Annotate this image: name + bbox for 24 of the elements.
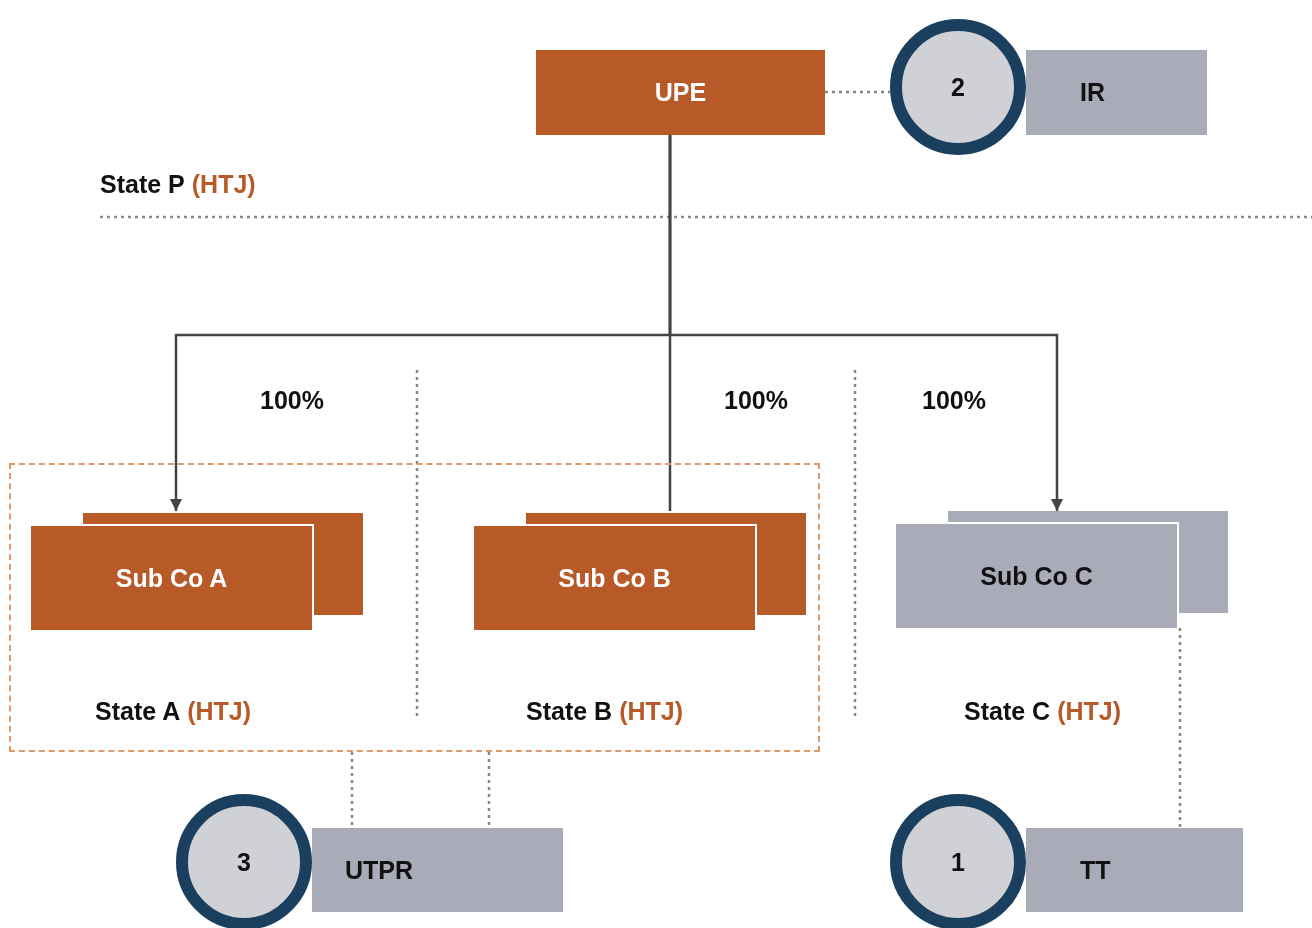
ownership-percent: 100% — [260, 386, 324, 414]
connector-line — [825, 90, 890, 94]
number-circle: 3 — [176, 794, 312, 928]
ownership-percent: 100% — [922, 386, 986, 414]
connector-line — [1178, 628, 1182, 828]
connector-line — [487, 752, 491, 828]
state-label: State P — [100, 170, 185, 198]
rule-tag: TT — [1026, 828, 1243, 912]
jurisdiction-note: (HTJ) — [619, 697, 684, 725]
state-label: State B — [526, 697, 613, 725]
rule-tag: UTPR — [312, 828, 563, 912]
arrow — [668, 135, 1064, 511]
jurisdiction-note: (HTJ) — [1057, 697, 1122, 725]
number-circle: 2 — [890, 19, 1026, 155]
state-label: State C — [964, 697, 1051, 725]
rule-tag: IR — [1026, 50, 1207, 135]
entity-box: UPE — [536, 50, 825, 135]
state-label: State A — [95, 697, 181, 725]
connector-line — [350, 752, 354, 828]
jurisdiction-note: (HTJ) — [187, 697, 252, 725]
jurisdiction-note: (HTJ) — [191, 170, 256, 198]
number-circle: 1 — [890, 794, 1026, 928]
dashed-region — [9, 463, 820, 752]
ownership-percent: 100% — [724, 386, 788, 414]
